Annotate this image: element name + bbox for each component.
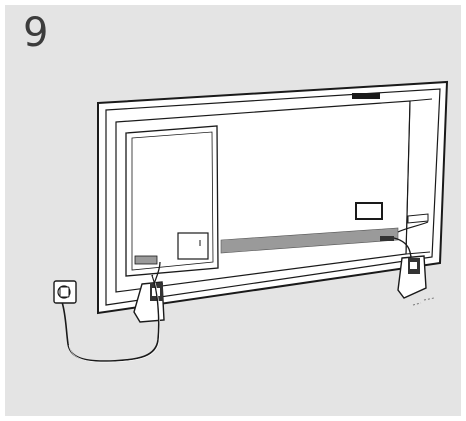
connector-block: [177, 232, 209, 260]
step-number: 9: [23, 10, 49, 56]
tv-inner-rim: [105, 88, 441, 306]
top-handle: [352, 93, 380, 99]
power-plug-icon: [59, 286, 70, 298]
